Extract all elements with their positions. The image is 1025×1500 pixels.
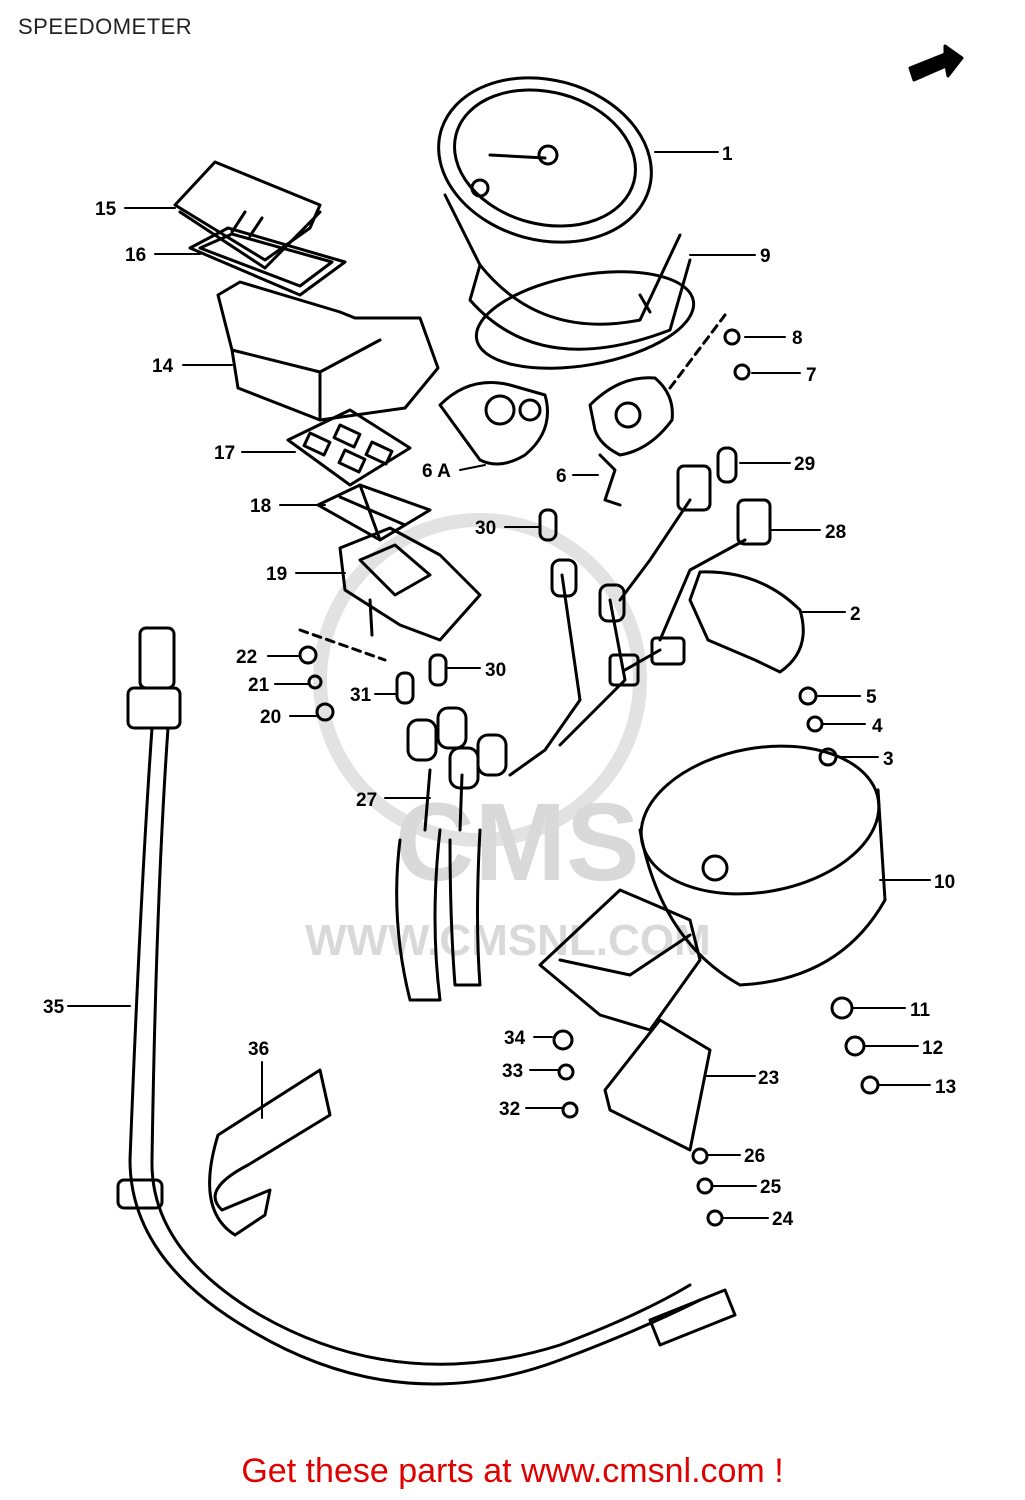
footer-link-text[interactable]: Get these parts at www.cmsnl.com ! — [241, 1452, 784, 1490]
seal-ring — [474, 270, 696, 370]
callout-8: 8 — [792, 328, 803, 349]
meter-case — [638, 744, 887, 987]
callout-27: 27 — [356, 790, 377, 811]
socket-block — [298, 526, 482, 662]
callout-30-top: 30 — [475, 518, 496, 539]
bulb-30-mid — [428, 653, 448, 687]
callout-22: 22 — [236, 647, 257, 668]
cable-clamp — [208, 1068, 332, 1237]
bracket-23 — [603, 1018, 712, 1152]
callout-11: 11 — [910, 1000, 931, 1021]
wiring-harness — [395, 498, 747, 1002]
lens-plate — [286, 408, 412, 487]
front-arrow-icon — [908, 44, 964, 82]
page-title: SPEEDOMETER — [18, 14, 193, 39]
watermark-url: WWW.CMSNL.COM — [305, 916, 711, 965]
cover-plate — [688, 570, 805, 674]
callout-6a: 6 A — [422, 461, 451, 482]
callout-26: 26 — [744, 1146, 765, 1167]
callout-19: 19 — [266, 564, 287, 585]
callout-15: 15 — [95, 199, 117, 220]
callout-4: 4 — [872, 716, 883, 737]
callout-17: 17 — [214, 443, 235, 464]
callout-36: 36 — [248, 1039, 269, 1060]
callout-14: 14 — [152, 356, 174, 377]
callout-13: 13 — [935, 1077, 956, 1098]
watermark-logo: CMS — [395, 781, 639, 904]
callout-10: 10 — [934, 872, 955, 893]
callout-1: 1 — [722, 144, 733, 165]
callout-16: 16 — [125, 245, 146, 266]
callout-35: 35 — [43, 997, 65, 1018]
bulb-31 — [395, 671, 415, 705]
callout-7: 7 — [806, 365, 817, 386]
gear-box-6 — [588, 376, 674, 507]
callout-20: 20 — [260, 707, 281, 728]
callout-28: 28 — [825, 522, 846, 543]
bulb-sockets-28 — [676, 464, 772, 546]
callout-30-mid: 30 — [485, 660, 506, 681]
bulb-30-top — [538, 508, 558, 542]
callout-32: 32 — [499, 1099, 520, 1120]
speedometer-cable — [116, 626, 737, 1386]
indicator-housing — [216, 280, 440, 422]
callout-31: 31 — [350, 685, 372, 706]
callout-24: 24 — [772, 1209, 794, 1230]
callout-29: 29 — [794, 454, 815, 475]
callout-23: 23 — [758, 1068, 779, 1089]
callout-25: 25 — [760, 1177, 782, 1198]
meter-bracket — [538, 888, 702, 1032]
callout-2: 2 — [850, 604, 861, 625]
watermark: CMS WWW.CMSNL.COM — [305, 513, 711, 965]
callout-33: 33 — [502, 1061, 523, 1082]
callout-34: 34 — [504, 1028, 526, 1049]
speedometer-head — [437, 76, 692, 351]
leader-lines — [67, 151, 931, 1219]
callout-9: 9 — [760, 246, 771, 267]
indicator-lenses — [316, 483, 432, 542]
callout-3: 3 — [883, 749, 894, 770]
gear-box-6a — [438, 381, 549, 466]
callout-6: 6 — [556, 466, 567, 487]
callouts: 1 9 8 7 29 28 2 5 4 3 10 11 12 13 15 16 … — [43, 144, 956, 1230]
bulb-29 — [716, 446, 738, 484]
callout-5: 5 — [866, 687, 877, 708]
indicator-gasket — [188, 226, 347, 297]
callout-12: 12 — [922, 1038, 943, 1059]
callout-18: 18 — [250, 496, 271, 517]
callout-21: 21 — [248, 675, 270, 696]
